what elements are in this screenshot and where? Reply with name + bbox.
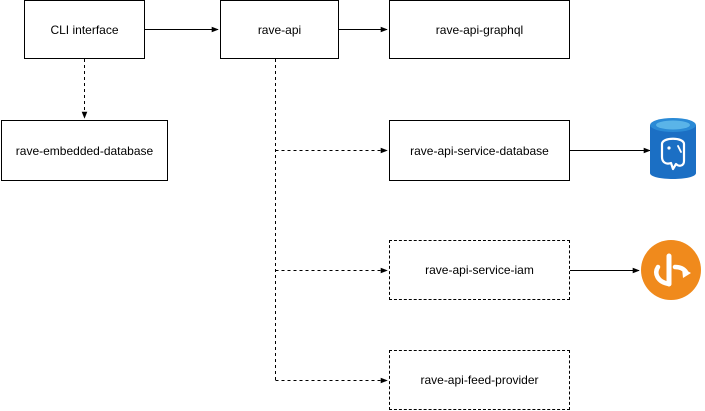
node-rave-api-feed-provider-label: rave-api-feed-provider [420,373,539,387]
node-rave-api-service-iam: rave-api-service-iam [389,240,570,300]
node-rave-api-service-database: rave-api-service-database [389,120,570,181]
node-rave-api-graphql-label: rave-api-graphql [435,22,524,37]
node-rave-api-service-iam-label: rave-api-service-iam [425,263,534,277]
node-rave-api-service-database-label: rave-api-service-database [410,143,549,158]
node-rave-api: rave-api [220,0,339,59]
node-rave-embedded-database: rave-embedded-database [1,120,168,181]
node-rave-embedded-database-label: rave-embedded-database [15,143,154,158]
node-cli-interface-label: CLI interface [50,22,119,37]
node-rave-api-label: rave-api [257,22,302,37]
node-rave-api-feed-provider: rave-api-feed-provider [389,350,570,410]
openid-iam-icon [641,240,701,300]
node-rave-api-graphql: rave-api-graphql [389,0,570,59]
node-cli-interface: CLI interface [24,0,145,59]
azure-postgresql-database-icon [650,118,696,179]
